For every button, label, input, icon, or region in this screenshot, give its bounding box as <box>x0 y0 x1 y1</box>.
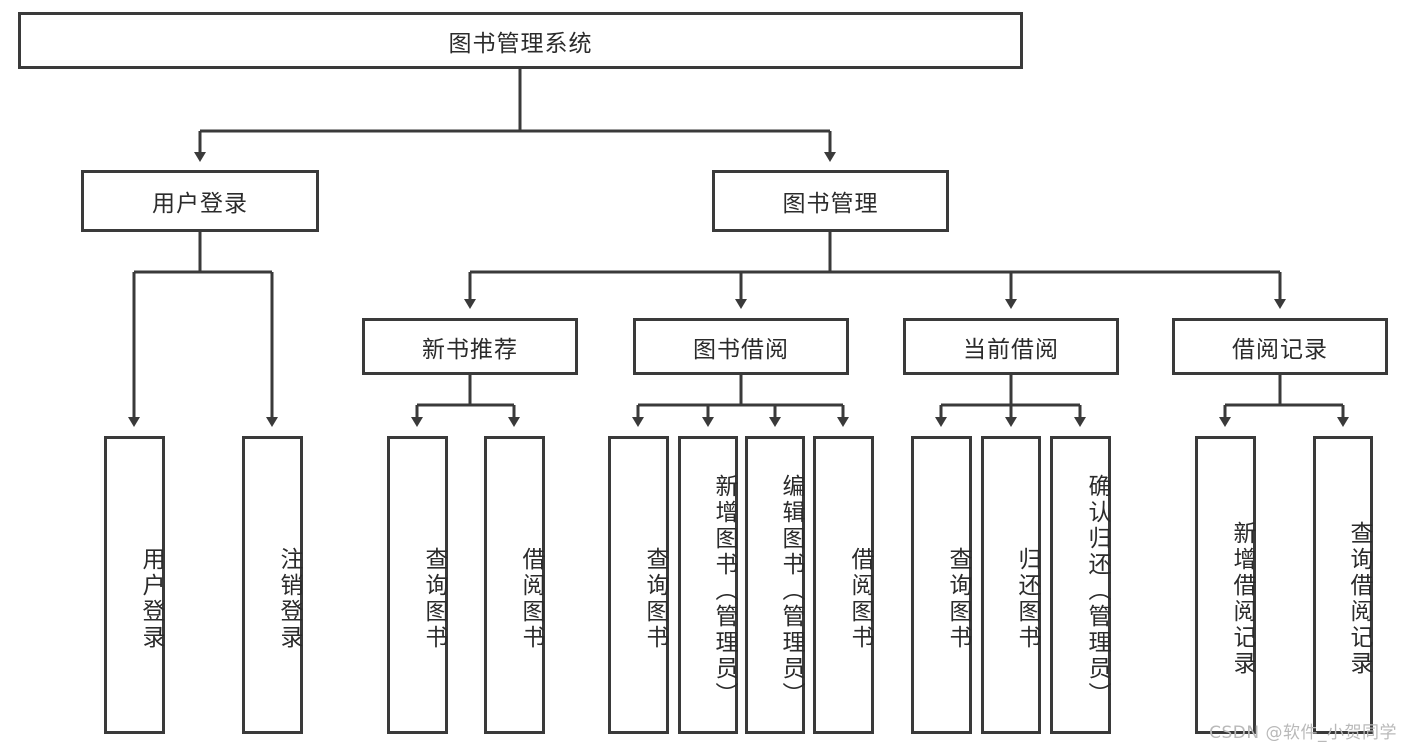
node-user-login[interactable]: 用户登录 <box>81 170 319 232</box>
node-leaf-borrow-edit-book-label: 编辑图书（管理员） <box>778 474 804 708</box>
node-user-login-label: 用户登录 <box>152 191 248 217</box>
node-leaf-current-confirm-return-label: 确认归还（管理员） <box>1084 474 1110 708</box>
node-leaf-current-confirm-return[interactable]: 确认归还（管理员） <box>1050 436 1111 734</box>
node-leaf-record-add-label: 新增借阅记录 <box>1229 521 1255 677</box>
node-leaf-rec-query-book[interactable]: 查询图书 <box>387 436 448 734</box>
node-leaf-user-logout[interactable]: 注销登录 <box>242 436 303 734</box>
node-leaf-current-query-book[interactable]: 查询图书 <box>911 436 972 734</box>
node-book-manage[interactable]: 图书管理 <box>712 170 949 232</box>
node-leaf-current-query-book-label: 查询图书 <box>945 547 971 651</box>
node-book-borrow[interactable]: 图书借阅 <box>633 318 849 375</box>
node-leaf-rec-borrow-book-label: 借阅图书 <box>518 547 544 651</box>
node-current-borrow[interactable]: 当前借阅 <box>903 318 1119 375</box>
node-leaf-user-login[interactable]: 用户登录 <box>104 436 165 734</box>
node-leaf-borrow-query-book-label: 查询图书 <box>642 547 668 651</box>
node-leaf-borrow-query-book[interactable]: 查询图书 <box>608 436 669 734</box>
node-leaf-borrow-borrow-book[interactable]: 借阅图书 <box>813 436 874 734</box>
node-leaf-user-logout-label: 注销登录 <box>276 547 302 651</box>
node-leaf-record-query[interactable]: 查询借阅记录 <box>1313 436 1373 734</box>
node-leaf-record-add[interactable]: 新增借阅记录 <box>1195 436 1256 734</box>
node-book-borrow-label: 图书借阅 <box>693 336 789 363</box>
node-root-label: 图书管理系统 <box>448 30 593 57</box>
node-leaf-borrow-edit-book[interactable]: 编辑图书（管理员） <box>745 436 805 734</box>
node-root[interactable]: 图书管理系统 <box>18 12 1023 69</box>
node-book-manage-label: 图书管理 <box>782 191 879 217</box>
node-leaf-current-return-book-label: 归还图书 <box>1014 547 1040 651</box>
node-leaf-borrow-add-book-label: 新增图书（管理员） <box>711 474 737 708</box>
node-leaf-user-login-label: 用户登录 <box>138 547 164 651</box>
node-new-book-rec-label: 新书推荐 <box>422 336 518 363</box>
node-leaf-record-query-label: 查询借阅记录 <box>1346 521 1372 677</box>
node-borrow-record-label: 借阅记录 <box>1232 336 1328 363</box>
node-leaf-rec-query-book-label: 查询图书 <box>421 547 447 651</box>
node-leaf-borrow-add-book[interactable]: 新增图书（管理员） <box>678 436 738 734</box>
node-new-book-rec[interactable]: 新书推荐 <box>362 318 578 375</box>
node-borrow-record[interactable]: 借阅记录 <box>1172 318 1388 375</box>
node-leaf-rec-borrow-book[interactable]: 借阅图书 <box>484 436 545 734</box>
node-leaf-current-return-book[interactable]: 归还图书 <box>981 436 1041 734</box>
node-leaf-borrow-borrow-book-label: 借阅图书 <box>847 547 873 651</box>
node-current-borrow-label: 当前借阅 <box>963 336 1059 363</box>
